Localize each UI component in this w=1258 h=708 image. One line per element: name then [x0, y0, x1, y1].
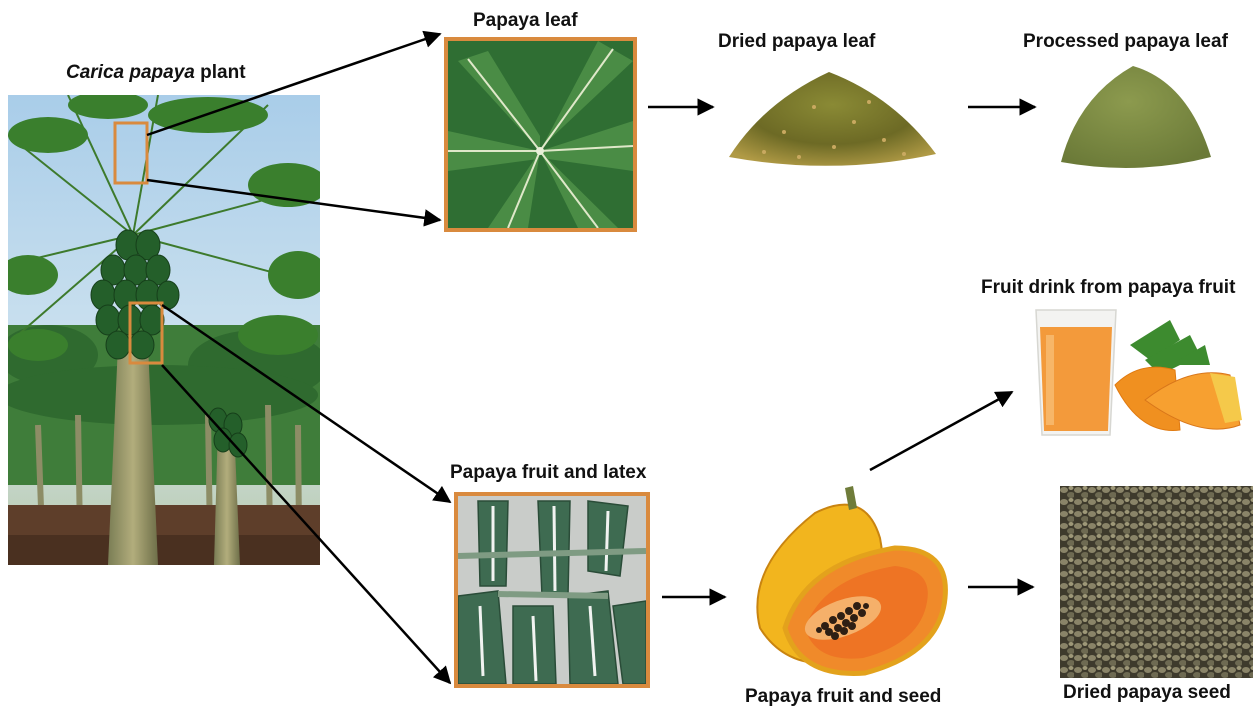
papaya-fruit-seed-image — [745, 478, 950, 680]
plant-label: Carica papaya plant — [66, 62, 246, 84]
dried-papaya-seed-image — [1060, 486, 1253, 678]
arrow-fruit-to-drink — [870, 392, 1012, 470]
fruit-latex-label: Papaya fruit and latex — [450, 462, 646, 484]
processed-leaf-label: Processed papaya leaf — [1023, 31, 1228, 53]
fruit-seed-label: Papaya fruit and seed — [745, 686, 941, 708]
papaya-plant-image — [8, 95, 320, 565]
fruit-drink-label: Fruit drink from papaya fruit — [981, 277, 1235, 299]
processed-papaya-leaf-image — [1058, 62, 1214, 178]
dried-papaya-leaf-image — [724, 62, 940, 178]
plant-label-species: Carica papaya — [66, 62, 195, 83]
papaya-leaf-image — [444, 37, 637, 232]
papaya-fruit-latex-image — [454, 492, 650, 688]
plant-label-suffix: plant — [195, 62, 246, 83]
fruit-drink-image — [1030, 305, 1245, 440]
dried-seed-label: Dried papaya seed — [1063, 682, 1231, 704]
papaya-leaf-label: Papaya leaf — [473, 10, 578, 32]
dried-leaf-label: Dried papaya leaf — [718, 31, 875, 53]
